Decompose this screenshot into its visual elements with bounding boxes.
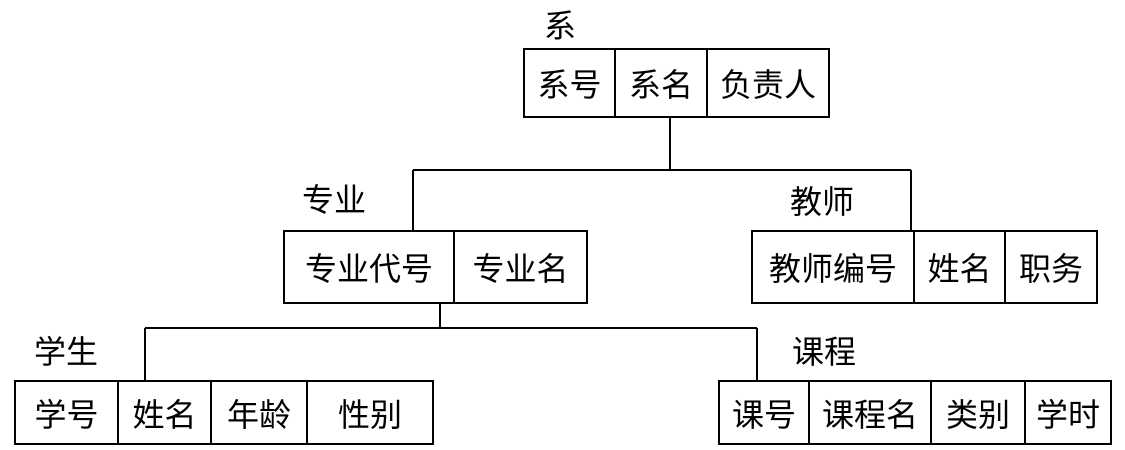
node-title-course: 课程 [792, 333, 857, 371]
field-major-name: 专业名 [472, 250, 569, 288]
field-department-name: 系名 [616, 50, 708, 116]
record-teacher: 教师编号 姓名 职务 [751, 230, 1098, 304]
field-department-id: 系号 [525, 50, 616, 116]
node-title-department: 系 [544, 7, 577, 45]
field-course-hours: 学时 [1035, 395, 1100, 434]
field-major-code: 专业代号 [285, 232, 455, 302]
field-teacher-name: 姓名 [915, 232, 1006, 302]
field-teacher-title: 职务 [1018, 250, 1083, 288]
node-title-student: 学生 [34, 333, 99, 371]
record-major: 专业代号 专业名 [283, 230, 588, 304]
node-title-major: 专业 [302, 181, 367, 219]
field-student-gender: 性别 [337, 395, 402, 434]
field-course-name: 课程名 [810, 382, 932, 443]
field-department-head: 负责人 [719, 66, 816, 104]
field-student-id: 学号 [16, 382, 119, 443]
field-student-name: 姓名 [119, 382, 212, 443]
record-department: 系号 系名 负责人 [523, 48, 830, 118]
field-student-age: 年龄 [212, 382, 308, 443]
field-course-id: 课号 [720, 382, 810, 443]
record-course: 课号 课程名 类别 学时 [718, 380, 1112, 445]
record-student: 学号 姓名 年龄 性别 [14, 380, 434, 445]
field-teacher-id: 教师编号 [753, 232, 915, 302]
node-title-teacher: 教师 [790, 183, 855, 221]
field-course-category: 类别 [932, 382, 1026, 443]
